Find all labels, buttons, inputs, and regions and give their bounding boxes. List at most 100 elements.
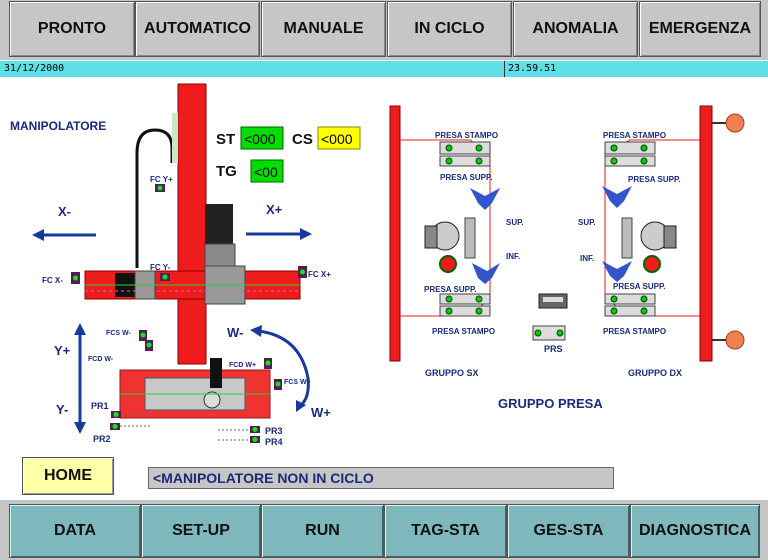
dx-presa-supp-label-bottom: PRESA SUPP.: [613, 282, 665, 291]
svg-text:FC Y+: FC Y+: [150, 175, 173, 184]
emergenza-button[interactable]: EMERGENZA: [639, 1, 761, 57]
dx-presa-stampo-bottom-2: [604, 305, 656, 317]
hose-cable: [135, 128, 174, 268]
sx-supp-gripper-top: [470, 188, 500, 210]
svg-text:PR3: PR3: [265, 426, 283, 436]
cs-value: <000: [321, 131, 353, 147]
sx-presa-supp-label-bottom: PRESA SUPP.: [424, 285, 476, 294]
vertical-column: [177, 83, 207, 365]
gruppo-sx-frame: [389, 105, 401, 362]
sensor-fcd-w-minus: FCD W-: [88, 340, 153, 363]
diagnostica-button[interactable]: DIAGNOSTICA: [630, 504, 760, 558]
anomalia-button[interactable]: ANOMALIA: [513, 1, 638, 57]
st-label: ST: [216, 131, 235, 148]
rotation-joint: [203, 391, 221, 409]
y-minus-label: Y-: [56, 402, 68, 417]
sensor-fcs-w-minus: FCS W-: [106, 330, 147, 341]
gruppo-sx-label: GRUPPO SX: [425, 368, 479, 378]
x-minus-label: X-: [58, 204, 71, 219]
pronto-button[interactable]: PRONTO: [9, 1, 135, 57]
sensor-fc-y-minus: FC Y-: [150, 263, 171, 281]
w-rotation-arrow: [257, 329, 310, 408]
ges-sta-button[interactable]: GES-STA: [507, 504, 630, 558]
gruppo-presa-title: GRUPPO PRESA: [498, 396, 603, 411]
svg-text:FCS W-: FCS W-: [106, 330, 131, 337]
sx-presa-supp-label-top: PRESA SUPP.: [440, 173, 492, 182]
sensor-pr2: PR2: [93, 423, 150, 444]
dx-roller-top: [725, 113, 745, 133]
gruppo-dx-label: GRUPPO DX: [628, 368, 682, 378]
cs-label: CS: [292, 131, 313, 148]
tag-sta-button[interactable]: TAG-STA: [384, 504, 507, 558]
sx-vertical-cylinder: [464, 217, 476, 259]
dx-presa-stampo-label-top: PRESA STAMPO: [603, 131, 666, 140]
y-plus-arrowhead: [74, 323, 86, 335]
sensor-pr3: PR3: [218, 426, 283, 436]
svg-text:FCS W+: FCS W+: [284, 379, 311, 386]
dx-presa-stampo-bottom: [604, 293, 656, 305]
bottom-nav-bar: DATA SET-UP RUN TAG-STA GES-STA DIAGNOST…: [0, 500, 768, 560]
wrist-actuator: [210, 358, 222, 388]
sensor-fcd-w-plus: FCD W+: [229, 358, 272, 369]
svg-text:FC X+: FC X+: [308, 270, 331, 279]
gruppo-dx-frame: [699, 105, 713, 362]
dx-supp-gripper-bottom: [602, 261, 632, 282]
sensor-fc-x-plus: FC X+: [298, 266, 331, 279]
tg-indicator: [250, 159, 284, 183]
tg-label: TG: [216, 163, 237, 180]
st-indicator: [240, 126, 284, 150]
sx-presa-stampo-label-top: PRESA STAMPO: [435, 131, 498, 140]
manipolatore-title: MANIPOLATORE: [10, 119, 106, 133]
svg-text:PR1: PR1: [91, 401, 109, 411]
prs-sensor-body: [532, 325, 566, 341]
column-guide: [172, 113, 178, 163]
sensor-fc-y-plus: FC Y+: [150, 175, 173, 192]
dx-presa-stampo-label-bottom: PRESA STAMPO: [603, 327, 666, 336]
sx-supp-gripper-bottom: [472, 263, 500, 284]
manuale-button[interactable]: MANUALE: [261, 1, 386, 57]
svg-text:FC X-: FC X-: [42, 276, 63, 285]
home-button[interactable]: HOME: [22, 457, 114, 495]
run-button[interactable]: RUN: [261, 504, 384, 558]
sx-gear: [439, 255, 457, 273]
time-readout: 23.59.51: [508, 63, 557, 74]
sx-presa-stampo-label-bottom: PRESA STAMPO: [432, 327, 495, 336]
sensor-fc-x-minus: FC X-: [42, 272, 80, 285]
dx-sup-label: SUP.: [578, 218, 596, 227]
svg-text:FCD W+: FCD W+: [229, 362, 256, 369]
sx-presa-stampo-top-2: [439, 155, 491, 167]
motor-block: [205, 204, 233, 244]
prs-label: PRS: [544, 344, 563, 354]
sx-presa-stampo-bottom-2: [439, 305, 491, 317]
sx-sup-label: SUP.: [506, 218, 524, 227]
status-divider: [504, 61, 505, 77]
sensor-pr4: PR4: [218, 436, 283, 447]
dx-inf-label: INF.: [580, 254, 594, 263]
sx-rotary-motor: [424, 225, 438, 249]
sensor-pr1: PR1: [91, 401, 150, 418]
dx-rotary-motor: [663, 225, 677, 249]
w-minus-label: W-: [227, 325, 243, 340]
status-message: <MANIPOLATORE NON IN CICLO: [148, 467, 614, 489]
in-ciclo-button[interactable]: IN CICLO: [387, 1, 512, 57]
top-status-bar: PRONTO AUTOMATICO MANUALE IN CICLO ANOMA…: [0, 0, 768, 60]
dx-presa-supp-label-top: PRESA SUPP.: [628, 175, 680, 184]
data-button[interactable]: DATA: [9, 504, 141, 558]
x-plus-arrowhead: [300, 228, 312, 240]
w-plus-label: W+: [311, 405, 331, 420]
svg-text:FCD W-: FCD W-: [88, 356, 114, 363]
dx-vertical-cylinder: [621, 217, 633, 259]
motor-base: [204, 243, 236, 267]
y-plus-label: Y+: [54, 343, 71, 358]
svg-text:PR4: PR4: [265, 437, 283, 447]
set-up-button[interactable]: SET-UP: [141, 504, 261, 558]
x-minus-arrowhead: [32, 229, 44, 241]
cs-indicator: [317, 126, 361, 150]
automatico-button[interactable]: AUTOMATICO: [135, 1, 260, 57]
date-readout: 31/12/2000: [4, 63, 65, 74]
dx-presa-stampo-top-2: [604, 155, 656, 167]
svg-text:PR2: PR2: [93, 434, 111, 444]
w-minus-arrowhead: [250, 325, 262, 337]
svg-text:FC Y-: FC Y-: [150, 263, 171, 272]
sx-inf-label: INF.: [506, 252, 520, 261]
